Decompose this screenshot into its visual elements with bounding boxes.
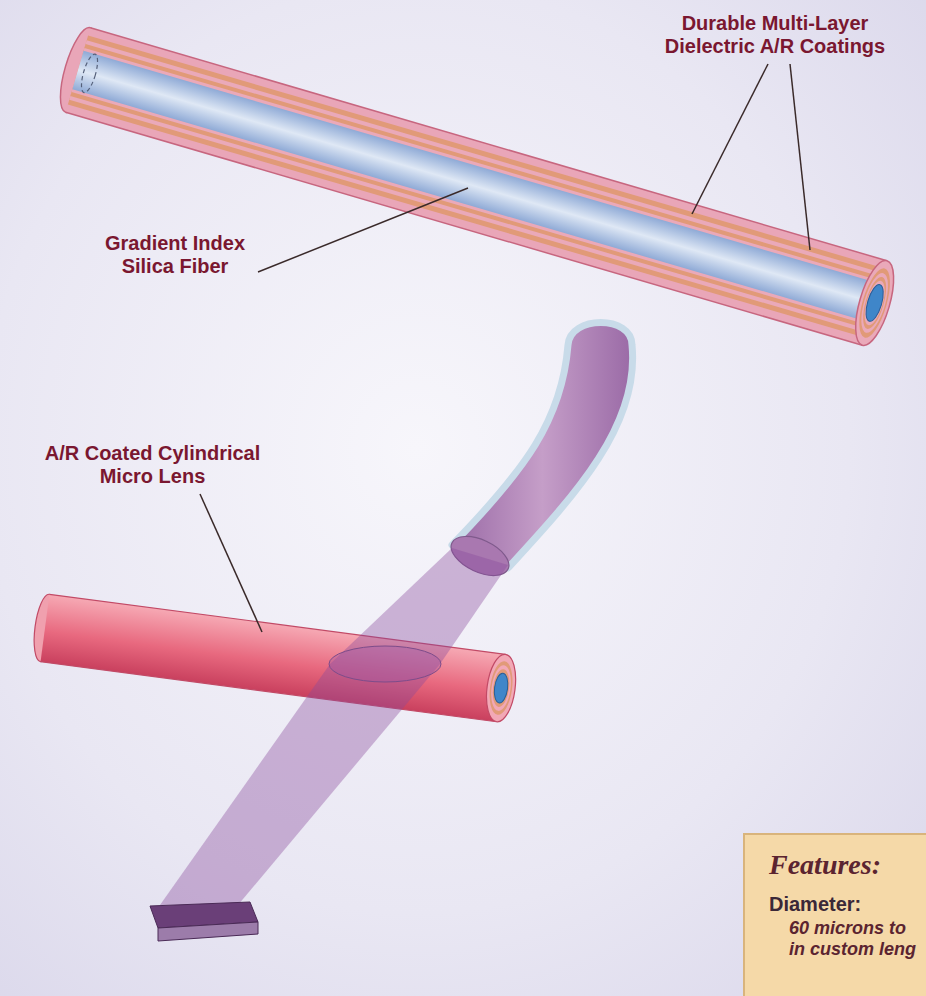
light-beam: [160, 548, 508, 905]
leader-line: [790, 64, 810, 250]
feature-value: 60 microns to in custom leng: [789, 918, 921, 960]
callout-label: Durable Multi-Layer Dielectric A/R Coati…: [640, 12, 910, 58]
feature-name: Diameter:: [769, 893, 926, 916]
optical-fiber: [452, 323, 633, 569]
features-panel: Features: Diameter:60 microns to in custo…: [743, 833, 926, 996]
features-heading: Features:: [769, 849, 926, 881]
leader-line: [692, 64, 768, 214]
callout-label: Gradient Index Silica Fiber: [95, 232, 255, 278]
beam-spot: [329, 646, 441, 682]
target-chip-side: [158, 922, 258, 941]
coated-fiber: [53, 24, 901, 349]
leader-line: [258, 188, 468, 272]
callout-label: A/R Coated Cylindrical Micro Lens: [35, 442, 270, 488]
leader-line: [200, 494, 262, 632]
